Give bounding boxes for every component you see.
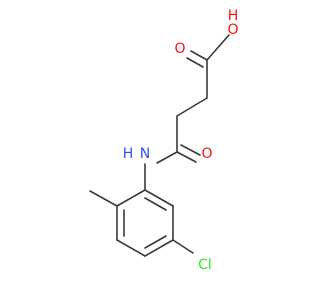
ring-bond-6 bbox=[144, 189, 174, 207]
atom-label-chlorine: Cl bbox=[198, 257, 212, 273]
atom-label-amine-h: H bbox=[123, 146, 134, 162]
atom-label-amine-n: N bbox=[140, 146, 150, 162]
bond-c1-oh bbox=[206, 34, 230, 61]
bond-c4-o-double-a bbox=[176, 151, 197, 163]
bond-c4-o-double-b bbox=[180, 144, 201, 156]
bond-c2-c3 bbox=[176, 97, 208, 117]
structure-canvas: O H O O N H Cl bbox=[89, 8, 239, 273]
ring-inner-bond-3 bbox=[144, 197, 167, 211]
atom-label-hydroxyl-o: O bbox=[227, 22, 238, 38]
atom-label-acid-carbonyl-o: O bbox=[174, 41, 185, 57]
ring-bond-3 bbox=[116, 239, 146, 257]
bond-c-cl bbox=[172, 239, 194, 254]
ring-bond-4 bbox=[144, 239, 174, 257]
ring-bond-1 bbox=[116, 189, 146, 207]
atom-label-hydroxyl-h: H bbox=[228, 8, 239, 24]
ring-inner-bond-2 bbox=[144, 235, 167, 249]
chemical-structure-diagram: O H O O N H Cl bbox=[89, 8, 239, 273]
bond-c1-o-double-b bbox=[186, 57, 204, 68]
bond-c4-n bbox=[156, 151, 178, 164]
atom-label-amide-o: O bbox=[201, 146, 212, 162]
bond-methyl bbox=[89, 190, 118, 207]
bond-c1-o-double-a bbox=[190, 50, 208, 61]
